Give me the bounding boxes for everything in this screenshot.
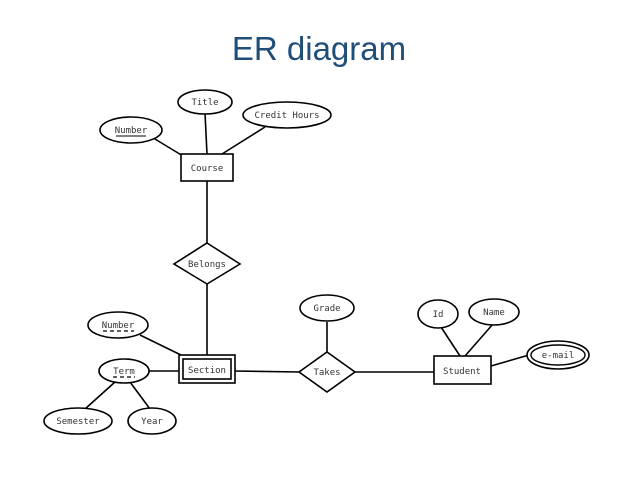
attribute-term-semester-label: Semester	[56, 417, 100, 427]
attribute-course-title-label: Title	[191, 98, 218, 108]
diagram-title: ER diagram	[231, 30, 407, 67]
relationship-takes-label: Takes	[313, 368, 340, 378]
connector-student-name	[464, 323, 494, 357]
connector-section-number	[139, 334, 184, 357]
attribute-takes-grade-label: Grade	[313, 304, 340, 314]
attribute-course-title: Title	[177, 89, 233, 115]
attribute-course-number-label: Number	[115, 126, 148, 136]
entity-course-label: Course	[191, 164, 224, 174]
entity-section-label: Section	[188, 366, 226, 376]
attribute-course-credit-hours: Credit Hours	[242, 101, 332, 129]
connector-term-semester	[84, 381, 116, 410]
relationship-belongs: Belongs	[172, 242, 242, 285]
attribute-section-term: Term	[98, 358, 150, 384]
connector-term-year	[129, 381, 151, 410]
attribute-student-email-label: e-mail	[542, 351, 575, 361]
connector-course-number	[149, 135, 184, 157]
attribute-term-year: Year	[127, 407, 177, 435]
connector-course-credit-hours	[221, 126, 266, 155]
attribute-takes-grade: Grade	[299, 294, 355, 322]
attribute-student-name: Name	[468, 298, 520, 326]
attribute-section-number-label: Number	[102, 321, 135, 331]
connector-student-email	[490, 354, 530, 367]
connector-section-takes	[233, 370, 301, 373]
connector-course-title	[204, 112, 208, 155]
connector-student-id	[440, 326, 461, 357]
attribute-course-number: Number	[99, 116, 163, 144]
attribute-student-id: Id	[417, 299, 459, 329]
attribute-student-id-label: Id	[433, 310, 444, 320]
multivalued-inner-ellipse	[530, 344, 586, 366]
relationship-belongs-label: Belongs	[188, 260, 226, 270]
attribute-term-year-label: Year	[141, 417, 163, 427]
entity-course: Course	[180, 153, 234, 182]
attribute-course-credit-hours-label: Credit Hours	[254, 111, 319, 121]
attribute-term-semester: Semester	[43, 407, 113, 435]
connectors	[84, 112, 530, 410]
entity-section: Section	[178, 354, 236, 384]
attribute-section-number: Number	[87, 311, 149, 339]
attribute-section-term-label: Term	[113, 367, 135, 377]
attribute-student-name-label: Name	[483, 308, 505, 318]
attribute-student-email: e-mail	[526, 340, 590, 370]
entity-student-label: Student	[443, 367, 481, 377]
entity-student: Student	[433, 355, 492, 385]
relationship-takes: Takes	[297, 351, 357, 393]
